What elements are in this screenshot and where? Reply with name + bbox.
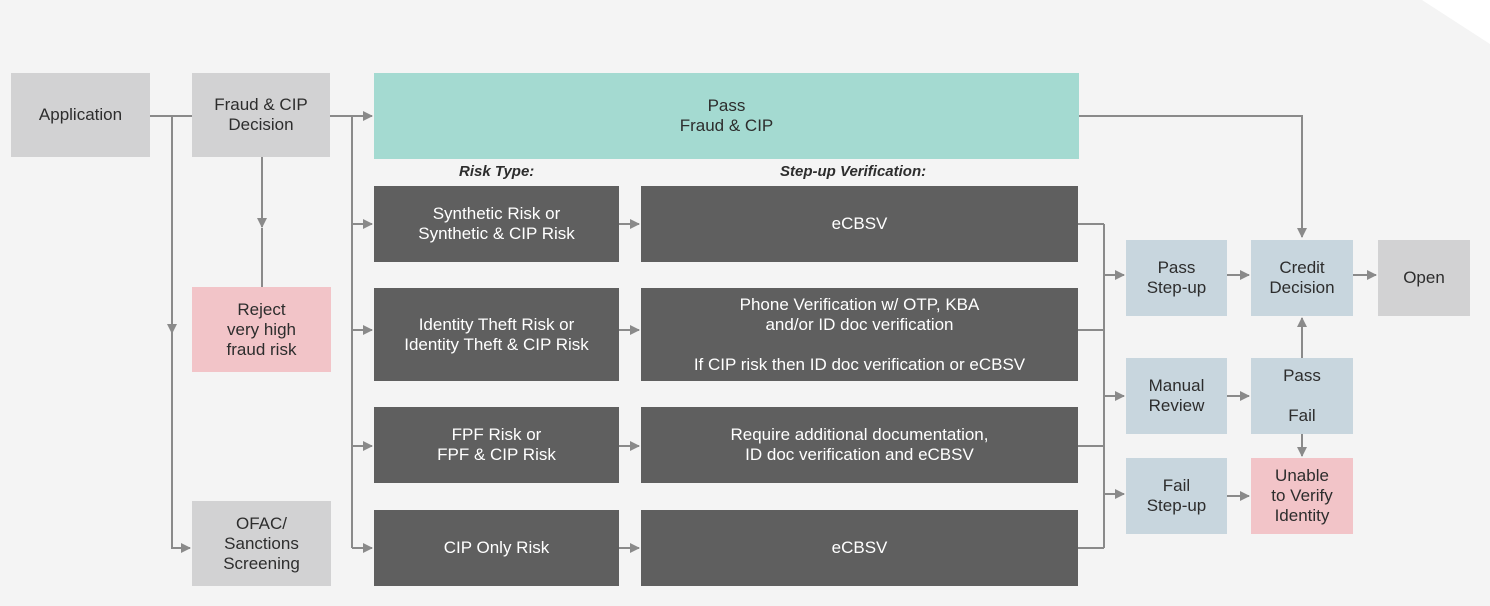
node-open: Open: [1378, 240, 1470, 316]
node-cip-only-risk: CIP Only Risk: [374, 510, 619, 586]
node-label: Fail Step-up: [1146, 476, 1207, 515]
node-ecbsv-cip: eCBSV: [641, 510, 1078, 586]
node-identity-theft-risk: Identity Theft Risk or Identity Theft & …: [374, 288, 619, 381]
node-label: CIP Only Risk: [443, 538, 550, 557]
node-label: Pass Fraud & CIP: [679, 96, 774, 135]
node-label: eCBSV: [831, 538, 888, 557]
node-reject: Reject very high fraud risk: [192, 287, 331, 372]
node-label: Open: [1403, 268, 1445, 287]
node-pass-fail: Pass Fail: [1251, 358, 1353, 434]
node-pass-stepup: Pass Step-up: [1126, 240, 1227, 316]
node-label: Pass Fail: [1283, 366, 1321, 425]
node-label: FPF Risk or FPF & CIP Risk: [437, 425, 556, 464]
node-fail-stepup: Fail Step-up: [1126, 458, 1227, 534]
node-application: Application: [11, 73, 150, 157]
node-unable-to-verify: Unable to Verify Identity: [1251, 458, 1353, 534]
node-label: eCBSV: [831, 214, 888, 233]
node-label: Fraud & CIP Decision: [214, 95, 308, 134]
node-ecbsv-synthetic: eCBSV: [641, 186, 1078, 262]
node-label: Unable to Verify Identity: [1271, 466, 1333, 525]
node-additional-documentation: Require additional documentation, ID doc…: [641, 407, 1078, 483]
node-fraud-cip-decision: Fraud & CIP Decision: [192, 73, 330, 157]
node-synthetic-risk: Synthetic Risk or Synthetic & CIP Risk: [374, 186, 619, 262]
node-fpf-risk: FPF Risk or FPF & CIP Risk: [374, 407, 619, 483]
node-label: Manual Review: [1148, 376, 1205, 415]
node-pass-fraud-cip: Pass Fraud & CIP: [374, 73, 1079, 159]
node-label: Require additional documentation, ID doc…: [730, 425, 989, 464]
header-risk-type: Risk Type:: [459, 163, 535, 180]
node-label: Credit Decision: [1269, 258, 1335, 297]
node-label: Phone Verification w/ OTP, KBA and/or ID…: [693, 294, 1026, 374]
node-label: Synthetic Risk or Synthetic & CIP Risk: [418, 204, 575, 243]
node-label: Pass Step-up: [1146, 258, 1207, 297]
node-label: Identity Theft Risk or Identity Theft & …: [404, 314, 589, 354]
node-phone-verification: Phone Verification w/ OTP, KBA and/or ID…: [641, 288, 1078, 381]
node-label: Application: [38, 105, 123, 124]
node-label: Reject very high fraud risk: [226, 299, 297, 359]
node-ofac-screening: OFAC/ Sanctions Screening: [192, 501, 331, 586]
header-stepup-verification: Step-up Verification:: [780, 163, 927, 180]
node-label: OFAC/ Sanctions Screening: [223, 513, 300, 573]
node-credit-decision: Credit Decision: [1251, 240, 1353, 316]
node-manual-review: Manual Review: [1126, 358, 1227, 434]
